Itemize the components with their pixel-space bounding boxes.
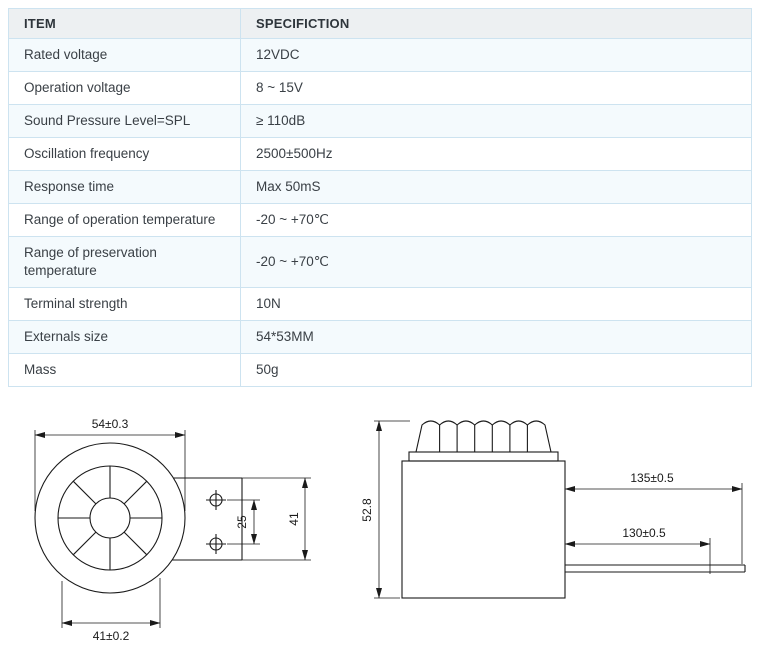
table-row: Operation voltage 8 ~ 15V [8,71,752,105]
table-row: Sound Pressure Level=SPL ≥ 110dB [8,104,752,138]
spec-item-cell: Terminal strength [8,287,241,321]
spec-value-cell: 12VDC [240,38,752,72]
table-row: Response time Max 50mS [8,170,752,204]
spec-value-cell: 50g [240,353,752,387]
spec-item-cell: Externals size [8,320,241,354]
dim-height-label: 52.8 [360,498,374,522]
front-view-dimension-lines [34,430,311,628]
spec-value-cell: 8 ~ 15V [240,71,752,105]
spec-column-header: SPECIFICTION [240,8,752,39]
spec-item-cell: Sound Pressure Level=SPL [8,104,241,138]
buzzer-front-outline [34,442,243,594]
spec-item-cell: Oscillation frequency [8,137,241,171]
spec-item-cell: Range of operation temperature [8,203,241,237]
side-view-dimension-lines [374,420,743,599]
table-row: Rated voltage 12VDC [8,38,752,72]
table-row: Terminal strength 10N [8,287,752,321]
front-view-drawing: 54±0.3 25 41 41±0.2 [34,417,311,643]
dim-outer-diameter-label: 54±0.3 [92,417,129,431]
table-header-row: ITEM SPECIFICTION [8,8,752,39]
spec-value-cell: Max 50mS [240,170,752,204]
spec-value-cell: ≥ 110dB [240,104,752,138]
table-row: Range of preservation temperature -20 ~ … [8,236,752,288]
dim-lead-total-label: 135±0.5 [630,471,674,485]
dim-base-width-label: 41±0.2 [93,629,130,643]
spec-item-cell: Rated voltage [8,38,241,72]
spec-value-cell: -20 ~ +70℃ [240,236,752,288]
table-row: Externals size 54*53MM [8,320,752,354]
table-row: Range of operation temperature -20 ~ +70… [8,203,752,237]
specification-table: ITEM SPECIFICTION Rated voltage 12VDC Op… [8,8,752,387]
spec-item-cell: Mass [8,353,241,387]
technical-drawings: 54±0.3 25 41 41±0.2 [0,416,763,656]
buzzer-side-outline [401,420,746,599]
table-row: Oscillation frequency 2500±500Hz [8,137,752,171]
spec-item-cell: Response time [8,170,241,204]
side-view-drawing: 52.8 135±0.5 130±0.5 [360,420,746,599]
spec-value-cell: 2500±500Hz [240,137,752,171]
spec-value-cell: 10N [240,287,752,321]
dim-lead-inner-label: 130±0.5 [622,526,666,540]
spec-value-cell: 54*53MM [240,320,752,354]
spec-item-cell: Range of preservation temperature [8,236,241,288]
dim-bracket-height-label: 41 [287,512,301,526]
spec-value-cell: -20 ~ +70℃ [240,203,752,237]
item-column-header: ITEM [8,8,241,39]
spec-item-cell: Operation voltage [8,71,241,105]
table-row: Mass 50g [8,353,752,387]
dim-hole-spacing-label: 25 [235,515,249,529]
